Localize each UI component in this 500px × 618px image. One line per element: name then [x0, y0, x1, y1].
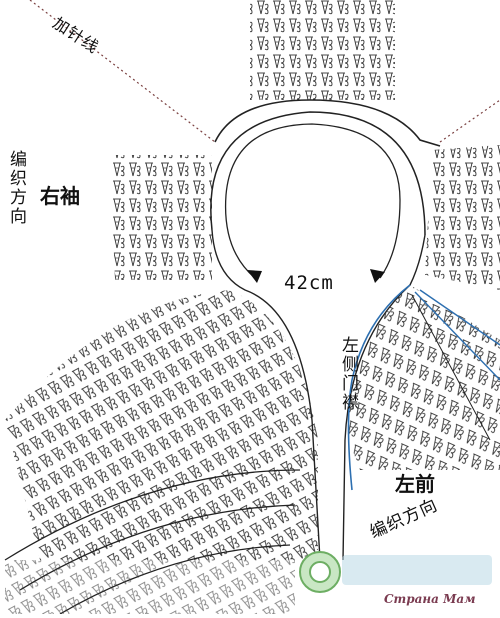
placket-ray-3 [411, 294, 491, 441]
increase-line-right [439, 99, 500, 143]
back-panel [250, 0, 395, 100]
left-front-panel [345, 285, 500, 470]
left-placket-label: 左侧门襟 [338, 336, 358, 412]
right-sleeve-panel [110, 155, 212, 280]
right-sleeve-label: 右袖 [40, 184, 80, 208]
neckline [214, 99, 441, 147]
placket-ray-1 [414, 291, 500, 381]
left-shoulder-panel [425, 145, 500, 290]
circumference-label: 42cm [284, 272, 334, 294]
watermark-text: Страна Мам [384, 592, 476, 606]
arrow-left-icon [247, 270, 262, 283]
hem-line-1 [4, 469, 301, 561]
collar-inner [224, 123, 401, 279]
placket-line [347, 284, 411, 491]
left-front-label: 左前 [395, 472, 435, 496]
logo-icon [299, 551, 492, 593]
front-right-panel [5, 290, 318, 560]
center-edge-left [211, 229, 321, 561]
collar-outer [210, 111, 426, 236]
arrow-right-icon [370, 269, 385, 283]
knitting-direction-label-left: 编织方向 [6, 150, 26, 226]
increase-line-left [29, 0, 216, 143]
placket-ray-2 [419, 289, 500, 346]
hem-band [5, 560, 295, 614]
